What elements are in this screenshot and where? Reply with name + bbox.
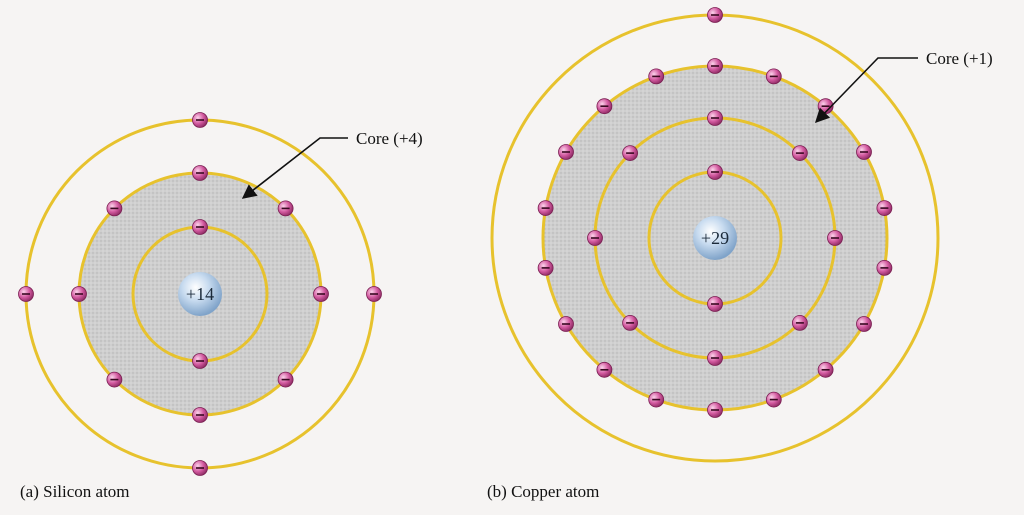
electron-icon: [707, 164, 723, 180]
silicon-electrons: [18, 112, 382, 476]
electron-icon: [192, 219, 208, 235]
electron-icon: [18, 286, 34, 302]
electron-icon: [707, 350, 723, 366]
electron-icon: [876, 200, 893, 217]
copper-nucleus-charge: +29: [701, 228, 729, 248]
copper-caption: (b) Copper atom: [487, 482, 599, 501]
electron-icon: [856, 316, 872, 332]
electron-icon: [537, 200, 554, 217]
electron-icon: [192, 165, 208, 181]
electron-icon: [876, 259, 893, 276]
electron-icon: [537, 259, 554, 276]
copper-nucleus-icon: [693, 216, 737, 260]
electron-icon: [596, 361, 613, 378]
silicon-core-label: Core (+4): [356, 129, 423, 148]
electron-icon: [587, 230, 603, 246]
copper-core-label: Core (+1): [926, 49, 993, 68]
electron-icon: [707, 7, 723, 23]
electron-icon: [192, 460, 208, 476]
electron-icon: [765, 391, 782, 408]
electron-icon: [707, 402, 723, 418]
electron-icon: [817, 361, 834, 378]
electron-icon: [648, 68, 665, 85]
copper-electrons: [537, 7, 893, 418]
silicon-nucleus-charge: +14: [186, 284, 214, 304]
copper-core-pointer: [814, 57, 918, 124]
electron-icon: [106, 371, 123, 388]
electron-icon: [792, 314, 808, 331]
silicon-atom: +14 Core (+4) (a) Silicon atom: [18, 112, 423, 501]
electron-icon: [707, 58, 723, 74]
silicon-caption: (a) Silicon atom: [20, 482, 130, 501]
electron-icon: [192, 353, 208, 369]
electron-icon: [792, 145, 808, 162]
electron-icon: [313, 286, 329, 302]
electron-icon: [106, 200, 123, 217]
electron-icon: [622, 145, 638, 162]
electron-icon: [277, 200, 294, 217]
electron-icon: [648, 391, 665, 408]
silicon-core-pointer: [241, 137, 348, 199]
electron-icon: [71, 286, 87, 302]
electron-icon: [707, 110, 723, 126]
electron-icon: [622, 314, 638, 331]
electron-icon: [856, 144, 872, 160]
electron-icon: [765, 68, 782, 85]
electron-icon: [192, 407, 208, 423]
electron-icon: [277, 371, 294, 388]
silicon-nucleus-icon: [178, 272, 222, 316]
electron-icon: [707, 296, 723, 312]
electron-icon: [558, 316, 574, 332]
copper-atom: +29 Core (+1) (b) Copper atom: [487, 7, 993, 501]
electron-icon: [366, 286, 382, 302]
electron-icon: [558, 144, 574, 160]
electron-icon: [192, 112, 208, 128]
electron-icon: [827, 230, 843, 246]
electron-icon: [596, 98, 613, 115]
